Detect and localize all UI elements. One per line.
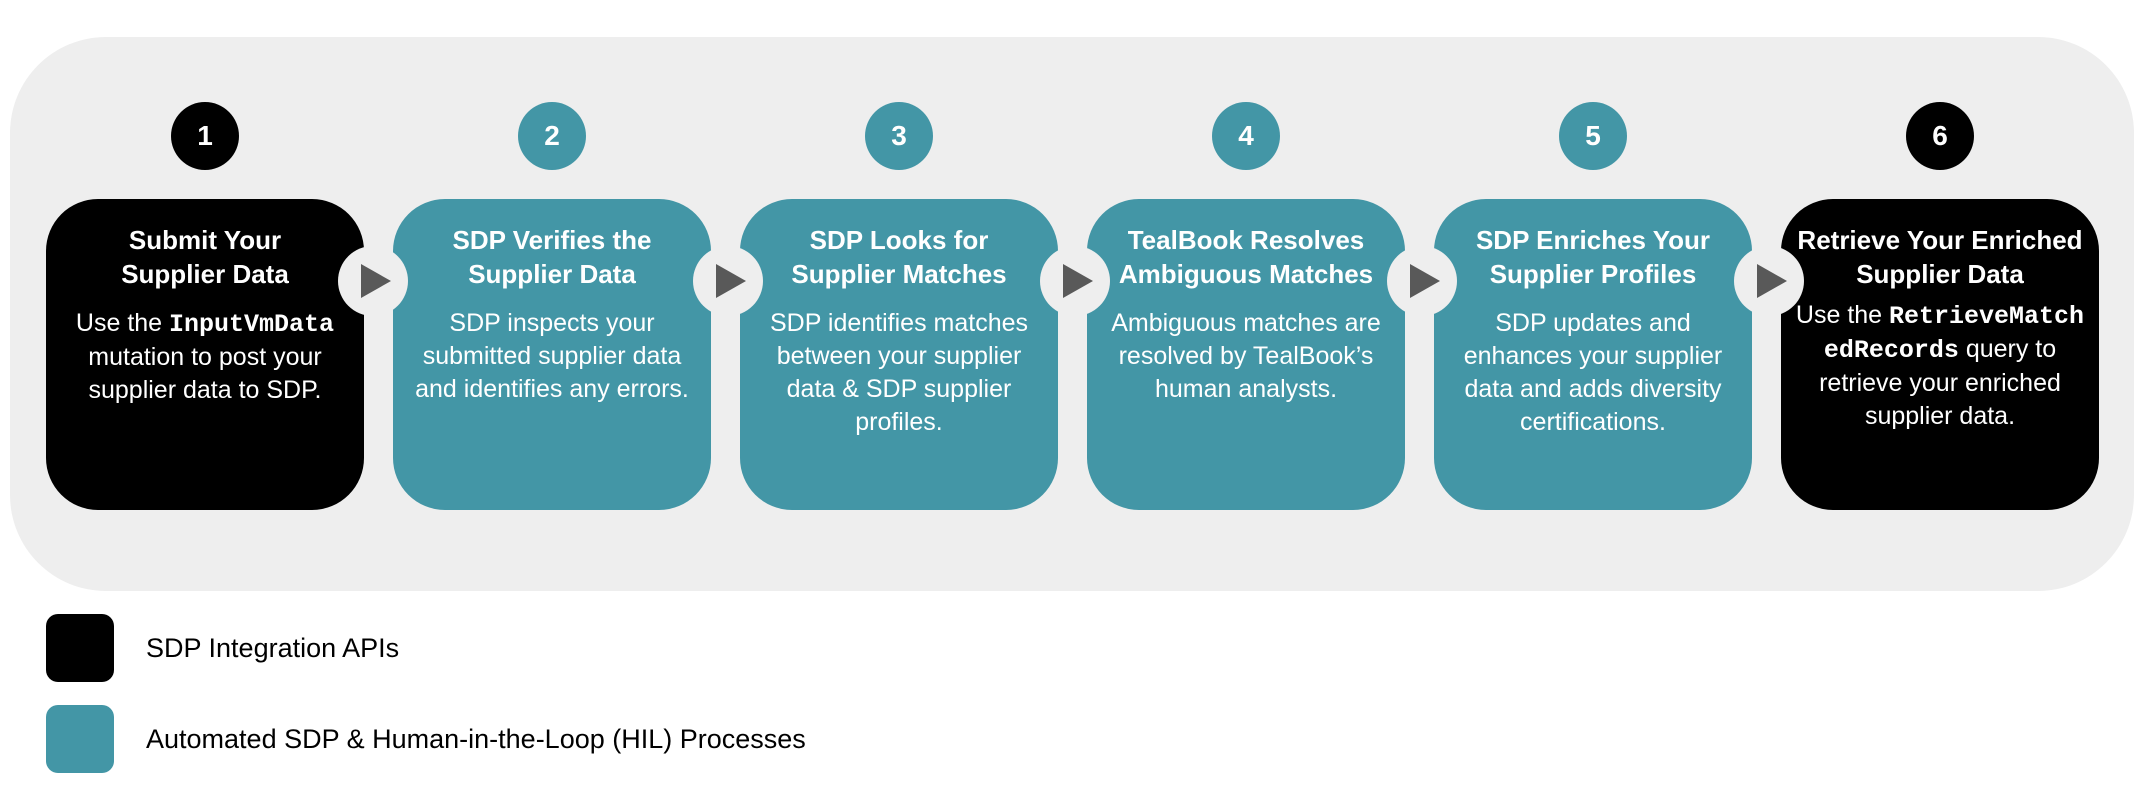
- step-2-title-line1: SDP Verifies the: [452, 225, 652, 255]
- step-4-card: TealBook Resolves Ambiguous Matches Ambi…: [1087, 199, 1405, 510]
- step-1-title-line1: Submit Your: [128, 225, 282, 255]
- arrow-5-6-icon: [1734, 246, 1804, 316]
- step-1-number: 1: [171, 102, 239, 170]
- step-2-description: SDP inspects your submitted supplier dat…: [415, 309, 689, 403]
- arrow-4-5-icon: [1387, 246, 1457, 316]
- step-1-title: Submit Your Supplier Data: [58, 223, 352, 291]
- step-5-title: SDP Enriches Your Supplier Profiles: [1446, 223, 1740, 291]
- legend-process-swatch: [46, 705, 114, 773]
- step-4-title: TealBook Resolves Ambiguous Matches: [1099, 223, 1393, 291]
- step-5-number: 5: [1559, 102, 1627, 170]
- step-5-card: SDP Enriches Your Supplier Profiles SDP …: [1434, 199, 1752, 510]
- legend-api-label: SDP Integration APIs: [146, 632, 400, 663]
- step-3-number: 3: [865, 102, 933, 170]
- step-4-title-line1: TealBook Resolves: [1127, 225, 1365, 255]
- step-3-title-line1: SDP Looks for: [809, 225, 989, 255]
- step-4-description: Ambiguous matches are resolved by TealBo…: [1111, 309, 1381, 403]
- step-6-desc-pre: Use the: [1795, 301, 1890, 329]
- step-3-title-line2: Supplier Matches: [791, 259, 1007, 289]
- step-1-description: Use the InputVmData mutation to post you…: [58, 307, 352, 407]
- step-4-number: 4: [1212, 102, 1280, 170]
- step-6-code: RetrieveMatchedRecords: [1823, 302, 2085, 365]
- step-6-title: Retrieve Your Enriched Supplier Data: [1797, 225, 2083, 289]
- arrow-2-3-icon: [693, 246, 763, 316]
- arrow-1-2-icon: [338, 246, 408, 316]
- step-2-title: SDP Verifies the Supplier Data: [405, 223, 699, 291]
- legend-api-swatch: [46, 614, 114, 682]
- step-1-desc-pre: Use the: [75, 309, 170, 337]
- step-1-desc-post: mutation to post your supplier data to S…: [88, 343, 322, 404]
- step-2-number: 2: [518, 102, 586, 170]
- step-2-title-line2: Supplier Data: [468, 259, 636, 289]
- step-4-title-line2: Ambiguous Matches: [1118, 259, 1374, 289]
- step-5-description: SDP updates and enhances your supplier d…: [1463, 309, 1723, 436]
- step-5-title-line1: SDP Enriches Your: [1475, 225, 1711, 255]
- step-1-code: InputVmData: [169, 310, 335, 339]
- step-3-description: SDP identifies matches between your supp…: [770, 309, 1028, 436]
- step-3-title: SDP Looks for Supplier Matches: [752, 223, 1046, 291]
- step-6-number: 6: [1906, 102, 1974, 170]
- step-5-title-line2: Supplier Profiles: [1489, 259, 1697, 289]
- arrow-3-4-icon: [1040, 246, 1110, 316]
- step-2-card: SDP Verifies the Supplier Data SDP inspe…: [393, 199, 711, 510]
- step-6-description: Use the RetrieveMatchedRecords query to …: [1793, 299, 2087, 433]
- step-3-card: SDP Looks for Supplier Matches SDP ident…: [740, 199, 1058, 510]
- step-6-desc-post: query to retrieve your enriched supplier…: [1819, 335, 2061, 430]
- legend-process-label: Automated SDP & Human-in-the-Loop (HIL) …: [146, 723, 806, 754]
- step-1-title-line2: Supplier Data: [121, 259, 289, 289]
- step-6-card: Retrieve Your Enriched Supplier Data Use…: [1781, 199, 2099, 510]
- step-1-card: Submit Your Supplier Data Use the InputV…: [46, 199, 364, 510]
